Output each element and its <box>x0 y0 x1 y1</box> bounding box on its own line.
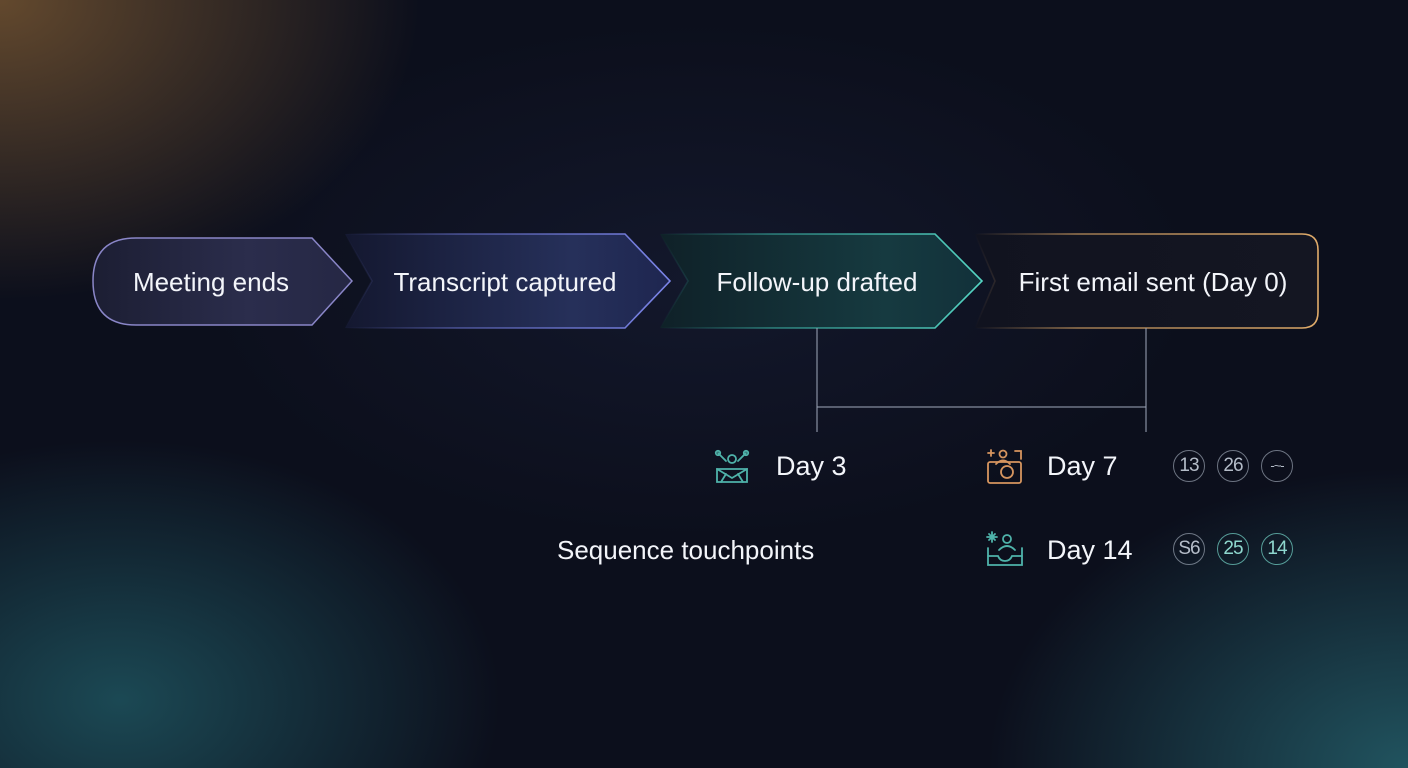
step-label-meeting-ends: Meeting ends <box>132 267 290 297</box>
step-label-first-email-sent: First email sent (Day 0) <box>1018 267 1288 297</box>
step-label-transcript-captured: Transcript captured <box>393 267 617 297</box>
day-7-badge-2: 26 <box>1217 450 1249 482</box>
day-14-badge-2: 25 <box>1217 533 1249 565</box>
day-7-badge-3: -~- <box>1261 450 1293 482</box>
day-3-label: Day 3 <box>776 451 847 481</box>
sequence-label: Sequence touchpoints <box>557 535 815 565</box>
email-person-icon <box>714 449 750 483</box>
day-7-label: Day 7 <box>1047 451 1118 481</box>
step-shape-meeting-ends <box>92 237 354 326</box>
day-14-badge-1: S6 <box>1173 533 1205 565</box>
calendar-person-icon <box>987 449 1022 484</box>
step-label-follow-up-drafted: Follow-up drafted <box>716 267 918 297</box>
touchpoint-connector <box>816 328 1147 432</box>
day-14-label: Day 14 <box>1047 535 1133 565</box>
step-shape-follow-up-drafted <box>658 233 984 329</box>
day-7-badge-1: 13 <box>1173 450 1205 482</box>
day-14-badge-3: 14 <box>1261 533 1293 565</box>
inbox-person-icon <box>986 531 1023 566</box>
step-shape-transcript-captured <box>343 233 672 329</box>
step-shape-first-email-sent <box>973 233 1319 329</box>
